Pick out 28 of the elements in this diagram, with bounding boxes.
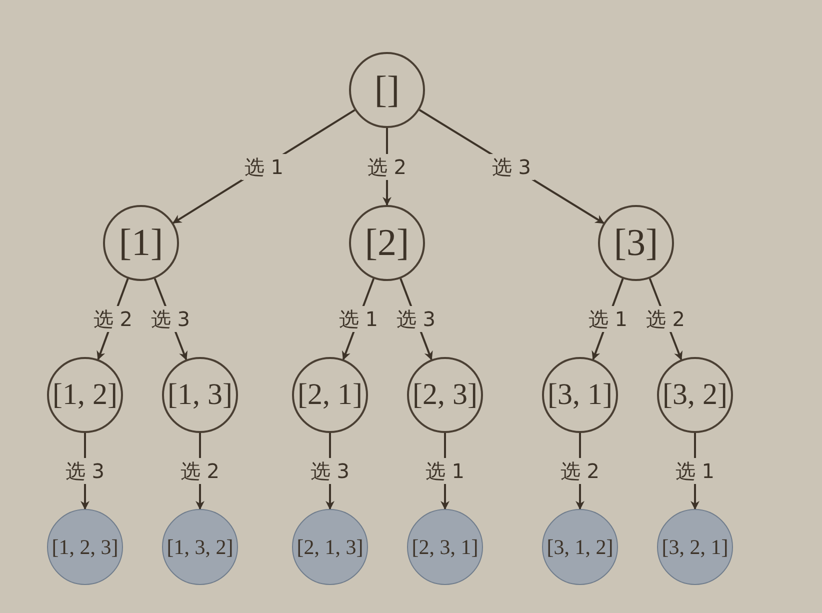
node-label: [1, 3]	[168, 378, 232, 412]
state-circle	[103, 205, 179, 281]
state-circle	[657, 357, 733, 433]
node-label: [2]	[364, 221, 410, 265]
node-label: [3, 2]	[662, 378, 728, 412]
state-circle	[162, 357, 238, 433]
node-label: [2, 3, 1]	[412, 534, 478, 560]
node-label: [1]	[118, 221, 164, 265]
node-label: [2, 1]	[298, 378, 362, 412]
node-label: [2, 3]	[412, 378, 478, 412]
state-circle	[542, 357, 618, 433]
node-label: [3, 1, 2]	[546, 534, 614, 560]
edge-label: 选 3	[488, 154, 534, 180]
state-circle	[407, 357, 483, 433]
node-label: [2, 1, 3]	[296, 534, 364, 560]
state-circle	[292, 357, 368, 433]
state-circle	[47, 357, 123, 433]
node-label: [3, 2, 1]	[662, 534, 728, 560]
state-circle	[349, 205, 425, 281]
node-label: []	[374, 68, 400, 112]
state-circle	[598, 205, 674, 281]
edge-label: 选 1	[241, 154, 287, 180]
node-label: [3]	[614, 221, 658, 265]
node-label: [3, 1]	[548, 378, 612, 412]
node-label: [1, 2]	[52, 378, 118, 412]
state-circle	[349, 52, 425, 128]
node-label: [1, 2, 3]	[52, 534, 118, 560]
node-label: [1, 3, 2]	[166, 534, 234, 560]
